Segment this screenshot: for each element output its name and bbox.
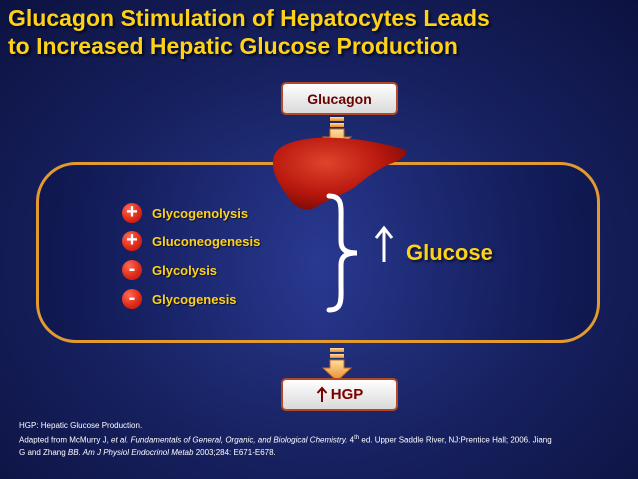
process-glycolysis: - Glycolysis bbox=[122, 259, 217, 281]
plus-sign-icon: + bbox=[122, 230, 142, 251]
process-glycogenesis: - Glycogenesis bbox=[122, 288, 237, 310]
hgp-box: HGP bbox=[281, 378, 398, 411]
slide-title: Glucagon Stimulation of Hepatocytes Lead… bbox=[8, 4, 633, 60]
hgp-label: HGP bbox=[330, 386, 364, 403]
up-arrow-icon bbox=[374, 225, 394, 262]
up-arrow-icon bbox=[316, 386, 327, 402]
minus-sign-icon: - bbox=[122, 259, 142, 280]
glucose-label: Glucose bbox=[406, 240, 493, 265]
slide-title-line-2: to Increased Hepatic Glucose Production bbox=[8, 33, 458, 59]
process-glycogenolysis: + Glycogenolysis bbox=[122, 202, 248, 224]
liver-icon bbox=[272, 137, 407, 210]
minus-sign-icon: - bbox=[122, 288, 142, 309]
process-label: Glycogenesis bbox=[152, 291, 237, 307]
glucagon-box: Glucagon bbox=[281, 82, 398, 115]
footnote-reference: Adapted from McMurry J, et al. Fundament… bbox=[19, 435, 552, 445]
footnote: HGP: Hepatic Glucose Production. Adapted… bbox=[19, 420, 619, 459]
down-arrow-icon bbox=[322, 348, 352, 382]
process-label: Gluconeogenesis bbox=[152, 233, 261, 249]
process-gluconeogenesis: + Gluconeogenesis bbox=[122, 230, 260, 252]
process-label: Glycolysis bbox=[152, 262, 218, 278]
footnote-abbreviation: HGP: Hepatic Glucose Production. bbox=[19, 421, 143, 430]
glucagon-label: Glucagon bbox=[307, 90, 372, 107]
process-label: Glycogenolysis bbox=[152, 205, 249, 221]
slide-title-line-1: Glucagon Stimulation of Hepatocytes Lead… bbox=[8, 5, 490, 31]
plus-sign-icon: + bbox=[122, 202, 142, 223]
footnote-reference-2: G and Zhang BB. Am J Physiol Endocrinol … bbox=[19, 447, 276, 457]
right-brace-icon bbox=[326, 193, 358, 313]
